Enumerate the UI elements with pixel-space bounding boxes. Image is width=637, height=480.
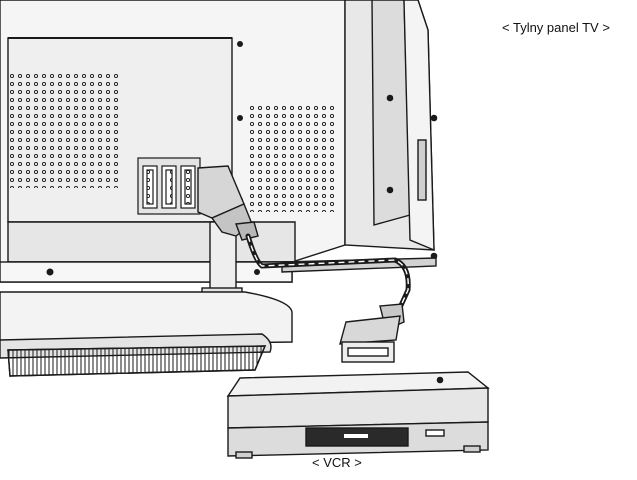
scart-socket-icon <box>142 165 158 209</box>
screw-icon <box>430 114 438 122</box>
screw-icon <box>237 41 243 47</box>
scart-plug-icon <box>339 303 405 363</box>
screw-icon <box>386 94 394 102</box>
tv-rear-panel-label: < Tylny panel TV > <box>502 20 610 35</box>
scart-plug-icon <box>197 165 259 241</box>
screw-icon <box>254 269 260 275</box>
vcr-unit <box>226 371 490 459</box>
scart-socket-icon <box>180 165 196 209</box>
screw-icon <box>386 186 394 194</box>
screw-icon <box>436 376 444 384</box>
screw-icon <box>46 268 54 276</box>
scart-socket-icon <box>161 165 177 209</box>
tv-stand <box>0 221 293 377</box>
screw-icon <box>237 115 243 121</box>
vcr-label: < VCR > <box>312 455 362 470</box>
tv-scart-sockets <box>137 157 201 215</box>
vent-grille-right <box>250 102 336 212</box>
vent-grille-left <box>10 70 122 188</box>
